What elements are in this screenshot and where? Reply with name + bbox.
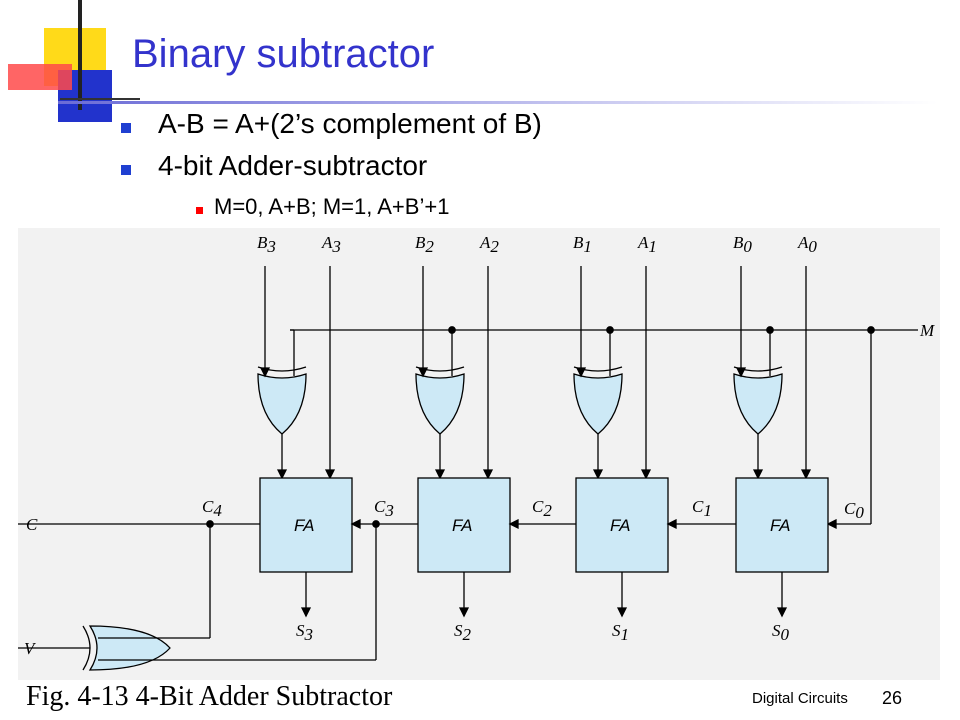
full-adder-block <box>575 477 669 573</box>
overflow-xor-gate <box>88 625 171 671</box>
c0-label-subscript: 0 <box>855 503 864 522</box>
sum-label-s2: S2 <box>454 621 472 644</box>
fa-label: FA <box>770 516 790 535</box>
input-label-a1-subscript: 1 <box>648 237 657 256</box>
bullet-marker <box>121 123 131 133</box>
sub-bullet-marker <box>196 207 203 214</box>
bullet-3: M=0, A+B; M=1, A+B’+1 <box>214 194 450 219</box>
arrow-head <box>350 518 361 530</box>
arrow-head <box>434 469 446 480</box>
input-label-b2: B2 <box>415 233 434 256</box>
input-label-a0: A0 <box>797 233 817 256</box>
sum-label-s2-subscript: 2 <box>463 625 472 644</box>
carry-out-label: C <box>26 515 38 534</box>
sum-label-s1: S1 <box>612 621 629 644</box>
footer-label: Digital Circuits <box>752 690 848 707</box>
sum-label-s3-subscript: 3 <box>304 625 314 644</box>
sum-label-s0: S0 <box>772 621 790 644</box>
bullet-1: A-B = A+(2’s complement of B) <box>158 108 542 139</box>
arrow-head <box>575 367 587 378</box>
c0-label: C0 <box>844 499 864 522</box>
carry-label-c1: C1 <box>692 497 712 520</box>
arrow-head <box>417 367 429 378</box>
carry-label-c1-subscript: 1 <box>703 501 712 520</box>
title-underline <box>58 101 938 104</box>
arrow-head <box>592 469 604 480</box>
arrow-head <box>800 469 812 480</box>
arrow-head <box>616 607 628 618</box>
xor-gate <box>257 373 307 435</box>
full-adder-block <box>417 477 511 573</box>
xor-gate <box>573 373 623 435</box>
input-label-b0: B0 <box>733 233 752 256</box>
full-adder-block <box>735 477 829 573</box>
input-label-a2-subscript: 2 <box>490 237 499 256</box>
xor-gate <box>733 373 783 435</box>
arrow-head <box>482 469 494 480</box>
input-label-a1: A1 <box>637 233 657 256</box>
full-adder-block <box>259 477 353 573</box>
carry-label-c2-subscript: 2 <box>543 501 552 520</box>
carry-label-c3-subscript: 3 <box>384 501 394 520</box>
arrow-head <box>826 518 837 530</box>
sum-label-s3: S3 <box>296 621 313 644</box>
input-label-b2-subscript: 2 <box>425 237 434 256</box>
input-label-b0-subscript: 0 <box>743 237 752 256</box>
arrow-head <box>300 607 312 618</box>
sum-label-s1-subscript: 1 <box>621 625 630 644</box>
carry-label-c2: C2 <box>532 497 552 520</box>
carry-label-c4-subscript: 4 <box>213 501 222 520</box>
input-label-a0-subscript: 0 <box>808 237 817 256</box>
carry-label-c3: C3 <box>374 497 394 520</box>
arrow-head <box>752 469 764 480</box>
arrow-head <box>458 607 470 618</box>
bullet-marker <box>121 165 131 175</box>
input-label-a3-subscript: 3 <box>331 237 341 256</box>
sum-label-s0-subscript: 0 <box>781 625 790 644</box>
arrow-head <box>640 469 652 480</box>
arrow-head <box>666 518 677 530</box>
slide-title: Binary subtractor <box>132 32 435 76</box>
arrow-head <box>259 367 271 378</box>
xor-gate <box>415 373 465 435</box>
carry-label-c4: C4 <box>202 497 222 520</box>
page-number: 26 <box>882 688 903 708</box>
corner-logo <box>8 0 140 122</box>
junction-dot <box>606 326 614 334</box>
mode-label: M <box>919 321 935 340</box>
input-label-b1-subscript: 1 <box>583 237 592 256</box>
figure-caption: Fig. 4-13 4-Bit Adder Subtractor <box>26 681 393 712</box>
input-label-a2: A2 <box>479 233 499 256</box>
input-label-b1: B1 <box>573 233 592 256</box>
junction-dot <box>867 326 875 334</box>
bullet-2: 4-bit Adder-subtractor <box>158 150 428 181</box>
junction-dot <box>448 326 456 334</box>
arrow-head <box>324 469 336 480</box>
fa-label: FA <box>452 516 472 535</box>
input-label-b3-subscript: 3 <box>266 237 276 256</box>
fa-label: FA <box>294 516 314 535</box>
arrow-head <box>735 367 747 378</box>
input-label-a3: A3 <box>321 233 341 256</box>
fa-label: FA <box>610 516 630 535</box>
arrow-head <box>276 469 288 480</box>
arrow-head <box>776 607 788 618</box>
junction-dot <box>766 326 774 334</box>
overflow-label: V <box>24 639 37 658</box>
input-label-b3: B3 <box>257 233 276 256</box>
arrow-head <box>508 518 519 530</box>
